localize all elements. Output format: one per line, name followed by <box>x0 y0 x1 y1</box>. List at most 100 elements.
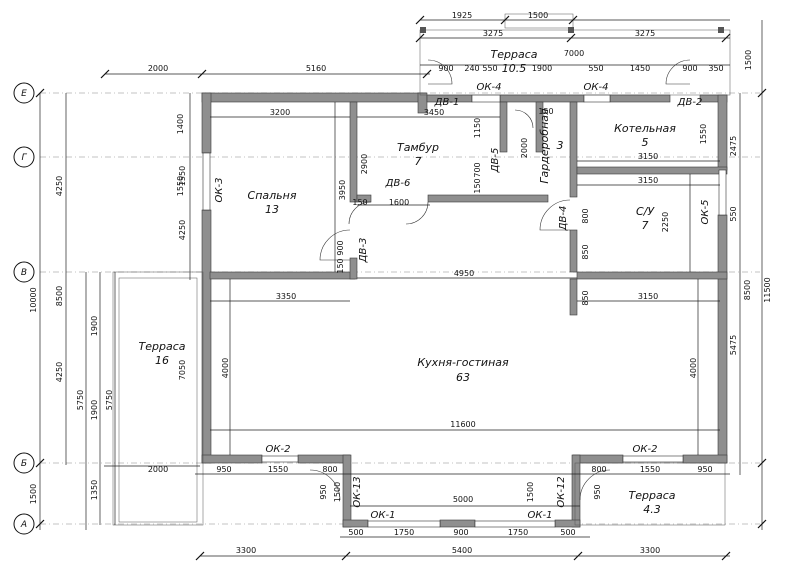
room-name-tambur: Тамбур <box>397 141 439 154</box>
room-area-wc: 7 <box>642 219 649 232</box>
wall-bottom-left-a <box>201 454 263 464</box>
dim-left-1500: 1500 <box>29 484 38 504</box>
axis-marker-b <box>13 452 35 474</box>
dim-inner-800a: 800 <box>322 465 337 474</box>
dim-top-550a: 550 <box>482 64 497 73</box>
dim-inner-950a: 950 <box>216 465 231 474</box>
dim-inner-150c: 150 <box>473 178 482 193</box>
opening-dv3: ДВ-3 <box>358 238 369 264</box>
room-name-wardrobe: Гардеробная <box>538 108 551 184</box>
dim-left-7050: 7050 <box>178 360 187 380</box>
wall-bay-right <box>571 454 581 528</box>
dim-inner-2475: 2475 <box>729 136 738 156</box>
dim-top-1900: 1900 <box>532 64 552 73</box>
dim-bottom-1750b: 1750 <box>508 528 528 537</box>
dim-bottom-1750a: 1750 <box>394 528 414 537</box>
wall-left-lower <box>201 209 212 464</box>
opening-ok12: ОК-12 <box>556 476 567 507</box>
wall-right-lower <box>717 214 728 464</box>
axis-marker-e <box>13 82 35 104</box>
terrace-right-outline <box>574 462 726 526</box>
room-area-terrace-right: 4.3 <box>643 503 661 516</box>
dims-top: 1925 1500 3275 7000 3275 2000 5160 900 2… <box>148 11 753 73</box>
axis-label-a: А <box>20 520 27 530</box>
dim-left-8500: 8500 <box>55 286 64 306</box>
room-name-bedroom: Спальня <box>248 189 297 202</box>
axis-marker-a <box>13 513 35 535</box>
terrace-post-1 <box>420 27 426 33</box>
room-name-terrace-top: Терраса <box>491 48 538 61</box>
dim-right-8500: 8500 <box>743 280 752 300</box>
opening-ok4-b: ОК-4 <box>584 82 609 93</box>
dim-top-7000: 7000 <box>564 49 584 58</box>
dim-left-4250b: 4250 <box>178 220 187 240</box>
room-labels: Терраса 10.5 Тамбур 7 Гардеробная 3 Коте… <box>139 48 677 516</box>
wall-tambur-bottom-b <box>427 194 549 203</box>
dim-inner-3200: 3200 <box>270 108 290 117</box>
terrace-left-inner <box>118 277 198 523</box>
dim-left-1900a: 1900 <box>90 316 99 336</box>
dim-inner-3450: 3450 <box>424 108 444 117</box>
dim-left-5750b: 5750 <box>105 390 114 410</box>
door-swing-dv2 <box>665 59 691 85</box>
doors <box>309 59 691 501</box>
dim-inner-1500b: 1500 <box>526 482 535 502</box>
terrace-top-outline <box>419 29 731 96</box>
opening-dv5: ДВ-5 <box>490 148 501 174</box>
dim-inner-11600: 11600 <box>450 420 475 429</box>
room-name-wc: С/У <box>636 205 655 218</box>
wall-bay-bottom-a <box>342 519 369 528</box>
door-swing-right <box>579 469 611 501</box>
opening-ok2-a: ОК-2 <box>266 444 291 455</box>
opening-ok13: ОК-13 <box>352 476 363 507</box>
axis-marker-g <box>13 146 35 168</box>
wall-bay-bottom-b <box>439 519 476 528</box>
room-name-kitchen: Кухня-гостиная <box>417 356 509 369</box>
wall-wardrobe-left <box>499 101 508 153</box>
room-area-terrace-top: 10.5 <box>502 62 527 75</box>
dim-top-240: 240 <box>464 64 479 73</box>
dims-left: 4250 10000 8500 1550 4250 1900 5750 5750… <box>29 166 187 504</box>
dim-right-11500: 11500 <box>763 277 772 302</box>
dim-inner-800: 800 <box>581 208 590 223</box>
room-area-boiler: 5 <box>642 136 649 149</box>
dim-bottom-3300b: 3300 <box>640 546 660 555</box>
window-ok5 <box>718 169 727 216</box>
dim-inner-5475: 5475 <box>729 335 738 355</box>
dim-top-3275b: 3275 <box>635 29 655 38</box>
wall-wc-stub <box>569 278 578 316</box>
dim-top-5160: 5160 <box>306 64 326 73</box>
dim-inner-850a: 850 <box>581 244 590 259</box>
dim-inner-1600: 1600 <box>389 198 409 207</box>
terrace-post-3 <box>718 27 724 33</box>
wall-bay-left <box>342 454 352 528</box>
dim-bottom-3300a: 3300 <box>236 546 256 555</box>
dim-top-900b: 900 <box>682 64 697 73</box>
dim-bottom-900: 900 <box>453 528 468 537</box>
dim-inner-1400: 1400 <box>176 114 185 134</box>
dim-inner-3950: 3950 <box>338 180 347 200</box>
door-swing-left <box>309 469 341 501</box>
door-swing-dv4 <box>539 199 571 231</box>
room-area-terrace-left: 16 <box>155 354 169 367</box>
dim-top-1500: 1500 <box>528 11 548 20</box>
dim-bottom-500a: 500 <box>348 528 363 537</box>
dim-inner-1550: 1550 <box>699 124 708 144</box>
dim-inner-550: 550 <box>729 206 738 221</box>
dim-left-1550: 1550 <box>178 166 187 186</box>
dim-inner-4000b: 4000 <box>689 358 698 378</box>
opening-dv1: ДВ-1 <box>434 97 460 108</box>
dim-inner-150a: 150 <box>538 107 553 116</box>
room-area-tambur: 7 <box>415 155 422 168</box>
dim-left-5750a: 5750 <box>76 390 85 410</box>
wall-right-upper <box>717 94 728 171</box>
room-area-bedroom: 13 <box>265 203 279 216</box>
wall-boiler-left <box>569 101 578 198</box>
dim-inner-4000a: 4000 <box>221 358 230 378</box>
window-ok4-b <box>583 94 611 103</box>
dim-top-350: 350 <box>708 64 723 73</box>
opening-ok4-a: ОК-4 <box>477 82 502 93</box>
axis-label-b: Б <box>21 459 27 469</box>
wall-wc-bottom-b <box>576 271 728 280</box>
